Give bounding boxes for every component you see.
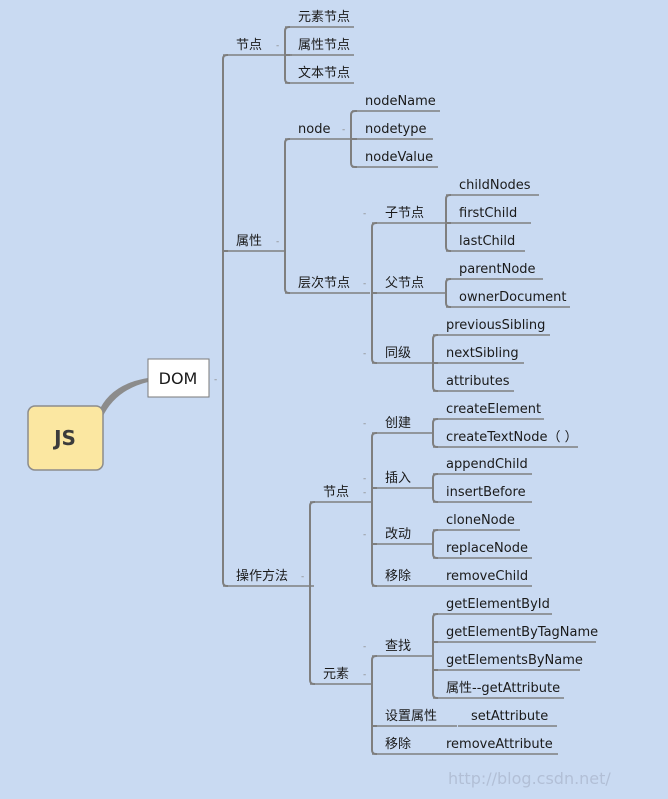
topic-nodetype[interactable]: nodetype: [365, 122, 426, 137]
topic-node[interactable]: node: [298, 122, 330, 137]
collapse-icon[interactable]: -: [363, 419, 366, 429]
topic-yichu2[interactable]: 移除: [385, 737, 411, 752]
topic-replaceNode[interactable]: replaceNode: [446, 541, 528, 556]
dom-label: DOM: [159, 369, 198, 388]
topic-appendChild[interactable]: appendChild: [446, 457, 528, 472]
topic-shezhi[interactable]: 设置属性: [385, 709, 437, 724]
topic-yichu1[interactable]: 移除: [385, 569, 411, 584]
topic-getElementByTagName[interactable]: getElementByTagName: [446, 625, 598, 640]
topic-nextSibling[interactable]: nextSibling: [446, 346, 519, 361]
topic-tongji[interactable]: 同级: [385, 346, 411, 361]
root-topic[interactable]: JS: [27, 405, 104, 471]
topic-removeAttribute[interactable]: removeAttribute: [446, 737, 553, 752]
branch-connector: [432, 418, 438, 448]
topic-yuansu_jd[interactable]: 元素节点: [298, 10, 350, 25]
collapse-icon[interactable]: -: [214, 375, 217, 385]
collapse-icon[interactable]: -: [363, 209, 366, 219]
collapse-icon[interactable]: -: [363, 642, 366, 652]
topic-jiedian_type[interactable]: 节点: [236, 38, 262, 53]
topic-shuxing[interactable]: 属性: [236, 234, 262, 249]
topic-chuangjian[interactable]: 创建: [385, 416, 411, 431]
collapse-icon[interactable]: -: [301, 572, 304, 582]
topic-shuxing_jd[interactable]: 属性节点: [298, 38, 350, 53]
branch-connector: [432, 529, 438, 559]
topic-wenben_jd[interactable]: 文本节点: [298, 66, 350, 81]
topic-previousSibling[interactable]: previousSibling: [446, 318, 545, 333]
collapse-icon[interactable]: -: [276, 237, 279, 247]
root-connector: [98, 378, 148, 418]
topic-getElementById[interactable]: getElementById: [446, 597, 550, 612]
branch-connector: [222, 54, 228, 587]
branch-connector: [284, 138, 290, 294]
topic-setAttribute[interactable]: setAttribute: [471, 709, 548, 724]
watermark: http://blog.csdn.net/: [448, 769, 611, 788]
topic-removeChild[interactable]: removeChild: [446, 569, 528, 584]
topic-chazhao[interactable]: 查找: [385, 639, 411, 654]
topic-fu[interactable]: 父节点: [385, 276, 424, 291]
topic-ownerDocument[interactable]: ownerDocument: [459, 290, 567, 305]
topic-insertBefore[interactable]: insertBefore: [446, 485, 526, 500]
branch-connector: [350, 110, 357, 168]
topic-firstChild[interactable]: firstChild: [459, 206, 517, 221]
topic-charu[interactable]: 插入: [385, 471, 411, 486]
collapse-icon[interactable]: -: [363, 279, 366, 289]
collapse-icon[interactable]: -: [363, 530, 366, 540]
branch-connector: [432, 473, 438, 503]
collapse-markers: - - - - - - - - - - - - - -: [214, 41, 366, 680]
topic-nodeValue[interactable]: nodeValue: [365, 150, 433, 165]
topic-op_yuansu[interactable]: 元素: [323, 667, 349, 682]
collapse-icon[interactable]: -: [363, 488, 366, 498]
topic-op_jiedian[interactable]: 节点: [323, 485, 349, 500]
topic-labels: 节点元素节点属性节点文本节点属性nodenodeNamenodetypenode…: [236, 10, 598, 752]
branch-connector: [309, 501, 315, 685]
topic-caozuo[interactable]: 操作方法: [236, 568, 288, 584]
topic-cloneNode[interactable]: cloneNode: [446, 513, 515, 528]
topic-lastChild[interactable]: lastChild: [459, 234, 515, 249]
branch-connector: [371, 432, 377, 587]
topic-childNodes[interactable]: childNodes: [459, 178, 531, 193]
topic-zi[interactable]: 子节点: [385, 206, 424, 221]
collapse-icon[interactable]: -: [276, 41, 279, 51]
collapse-icon[interactable]: -: [342, 125, 345, 135]
dom-topic[interactable]: DOM: [147, 358, 210, 398]
collapse-icon[interactable]: -: [363, 474, 366, 484]
topic-createElement[interactable]: createElement: [446, 402, 541, 417]
collapse-icon[interactable]: -: [363, 670, 366, 680]
topic-underlines: [223, 26, 596, 755]
topic-getElementsByName[interactable]: getElementsByName: [446, 653, 583, 668]
topic-createTextNode[interactable]: createTextNode（ ）: [446, 430, 578, 445]
branch-connector: [371, 655, 377, 755]
topic-attributes[interactable]: attributes: [446, 374, 510, 389]
topic-gaidong[interactable]: 改动: [385, 527, 411, 542]
topic-getAttribute[interactable]: 属性--getAttribute: [446, 681, 560, 696]
topic-cengci[interactable]: 层次节点: [298, 275, 350, 291]
topic-parentNode[interactable]: parentNode: [459, 262, 536, 277]
root-label: JS: [52, 426, 76, 450]
branch-connector: [445, 278, 451, 308]
topic-nodeName[interactable]: nodeName: [365, 94, 436, 109]
collapse-icon[interactable]: -: [363, 349, 366, 359]
branch-connector: [432, 613, 438, 699]
